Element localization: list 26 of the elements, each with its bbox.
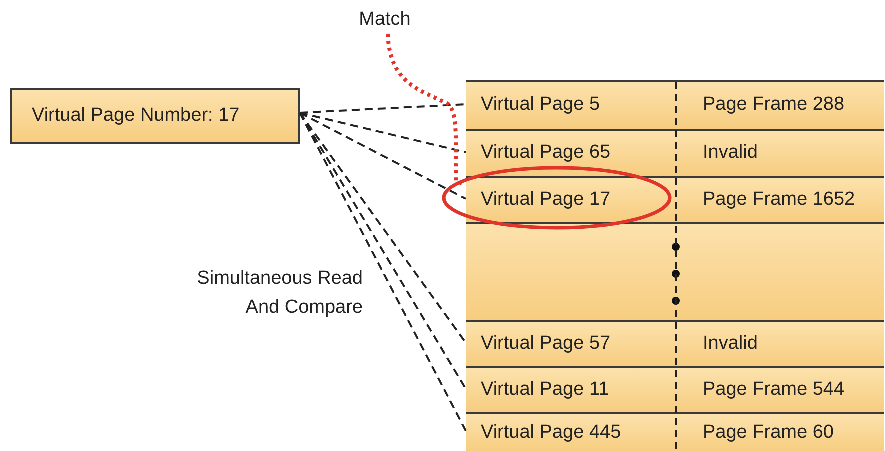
- compare-line: [300, 104, 466, 114]
- page-frame-text: Page Frame 60: [703, 420, 834, 445]
- table-row: [466, 414, 884, 451]
- table-row: [466, 368, 884, 414]
- match-connector: [386, 34, 467, 187]
- annotation-text: Simultaneous Read And Compare: [196, 267, 363, 320]
- input-box: Virtual Page Number: 17: [10, 88, 300, 144]
- match-label: Match: [350, 6, 420, 34]
- table-row: [466, 82, 884, 131]
- page-table: [466, 80, 884, 450]
- virtual-page-text: Virtual Page 17: [481, 188, 611, 212]
- compare-line: [300, 112, 466, 200]
- table-row: [466, 178, 884, 224]
- virtual-page-text: Virtual Page 65: [481, 141, 611, 166]
- page-frame-text: Page Frame 288: [703, 93, 845, 118]
- table-row: [466, 131, 884, 178]
- page-frame-text: Page Frame 1652: [703, 188, 856, 212]
- virtual-page-text: Virtual Page 445: [481, 420, 622, 445]
- page-frame-text: Invalid: [703, 332, 758, 356]
- virtual-page-text: Virtual Page 11: [481, 378, 610, 402]
- virtual-page-text: Virtual Page 5: [481, 93, 600, 118]
- table-row: [466, 322, 884, 368]
- virtual-page-text: Virtual Page 57: [481, 332, 611, 356]
- page-frame-text: Invalid: [703, 141, 758, 166]
- empty-table-row: [466, 224, 884, 322]
- page-frame-text: Page Frame 544: [703, 378, 845, 402]
